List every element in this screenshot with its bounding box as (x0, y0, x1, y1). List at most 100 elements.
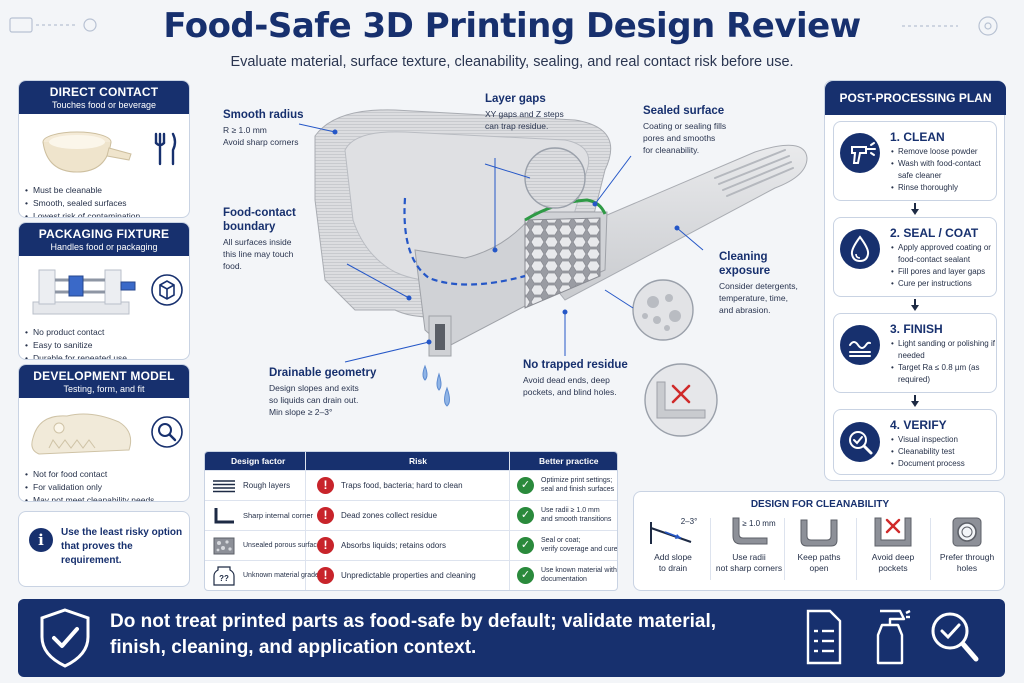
item-label: not sharp corners (715, 563, 783, 573)
open-channel-icon (800, 519, 838, 547)
list-item: Apply approved coating or food-contact s… (891, 242, 996, 266)
risk-cell: Dead zones collect residue (341, 511, 438, 520)
callout-drainable-geometry: Drainable geometry Design slopes and exi… (269, 366, 399, 418)
page-title: Food-Safe 3D Printing Design Review (163, 6, 861, 46)
table-row: ?? Unknown material grade ! Unpredictabl… (205, 560, 617, 590)
item-label: to drain (658, 563, 688, 573)
callout-cleaning-exposure: Cleaning exposure Consider detergents, t… (719, 250, 819, 316)
item-label: Use radii (732, 552, 766, 562)
callout-line: for cleanability. (643, 145, 700, 155)
callout-title: Food-contact boundary (223, 207, 296, 233)
list-item: Durable for repeated use (25, 352, 181, 359)
warning-icon: ! (317, 537, 334, 554)
post-processing-plan: POST-PROCESSING PLAN 1. CLEAN Remove loo… (824, 80, 1006, 481)
arrow-down-icon (911, 305, 919, 311)
callout-title: Layer gaps (485, 93, 546, 105)
callout-line: R ≥ 1.0 mm (223, 125, 267, 135)
column-header: Better practice (539, 456, 599, 466)
warning-icon: ! (317, 477, 334, 494)
list-item: Must be cleanable (25, 184, 181, 197)
radius-figure: ≥ 1.0 mm (742, 519, 776, 528)
warning-banner: Do not treat printed parts as food-safe … (18, 599, 1005, 677)
porous-surface-icon (213, 537, 235, 555)
step-title: 1. CLEAN (890, 130, 945, 144)
column-header: Risk (409, 456, 427, 466)
design-factor-table: Design factor Risk Better practice Rough… (204, 451, 618, 591)
tip-text: Use the least risky option that proves t… (61, 527, 183, 566)
category-card-direct-contact: DIRECT CONTACT Touches food or beverage … (18, 80, 190, 218)
risk-cell: Absorbs liquids; retains odors (341, 541, 446, 550)
radius-corner-icon: ≥ 1.0 mm (732, 517, 776, 545)
spray-gun-icon (840, 133, 880, 173)
practice-line: Use radii ≥ 1.0 mm (541, 507, 600, 514)
practice-line: Use known material with (541, 567, 617, 574)
table-header: Design factor Risk Better practice (205, 452, 617, 470)
callout-line: Consider detergents, (719, 281, 798, 291)
practice-line: documentation (541, 576, 587, 583)
category-title: PACKAGING FIXTURE (38, 227, 170, 241)
tip-card: i Use the least risky option that proves… (18, 511, 190, 587)
practice-cell: Use known material with documentation (541, 566, 617, 584)
list-item: Visual inspection (891, 434, 996, 446)
risk-cell: Traps food, bacteria; hard to clean (341, 481, 463, 490)
list-item: Easy to sanitize (25, 339, 181, 352)
table-row: Unsealed porous surface ! Absorbs liquid… (205, 530, 618, 560)
list-item: Cleanability test (891, 446, 996, 458)
slope-icon: 2–3° (650, 517, 697, 544)
category-subtitle: Handles food or packaging (50, 242, 158, 252)
surface-finish-icon (840, 325, 880, 365)
step-finish: 3. FINISH Light sanding or polishing if … (833, 313, 997, 393)
column-header: Design factor (231, 456, 286, 466)
callout-line: so liquids can drain out. (269, 395, 359, 405)
step-title: 2. SEAL / COAT (890, 226, 979, 240)
fixture-illustration (32, 269, 136, 315)
step-verify: 4. VERIFY Visual inspection Cleanability… (833, 409, 997, 475)
table-row: Rough layers ! Traps food, bacteria; har… (205, 470, 617, 500)
banner-message: Do not treat printed parts as food-safe … (110, 611, 717, 658)
check-icon: ✓ (517, 507, 534, 524)
callout-line: Avoid sharp corners (223, 137, 299, 147)
practice-cell: Optimize print settings; seal and finish… (541, 476, 614, 494)
cup-icon (42, 131, 132, 173)
callout-title: No trapped residue (523, 359, 628, 371)
callout-title: Cleaning exposure (719, 251, 771, 277)
callout-line: Min slope ≥ 2–3° (269, 407, 333, 417)
warning-icon: ! (317, 507, 334, 524)
list-item: Fill pores and layer gaps (891, 266, 996, 278)
risk-cell: Unpredictable properties and cleaning (341, 571, 476, 580)
step-title: 4. VERIFY (890, 418, 947, 432)
info-icon: i (29, 528, 53, 552)
page-subtitle: Evaluate material, surface texture, clea… (230, 54, 794, 70)
list-item: No product contact (25, 326, 181, 339)
sharp-corner-icon (214, 508, 234, 524)
check-icon: ✓ (517, 537, 534, 554)
practice-line: seal and finish surfaces (541, 486, 615, 493)
svg-text:??: ?? (219, 574, 229, 583)
category-card-packaging-fixture: PACKAGING FIXTURE Handles food or packag… (18, 222, 190, 360)
list-item: Remove loose powder (891, 146, 996, 158)
step-title: 3. FINISH (890, 322, 943, 336)
item-label: Prefer through (939, 552, 995, 562)
arrow-down-icon (911, 401, 919, 407)
check-icon: ✓ (517, 567, 534, 584)
callout-title: Smooth radius (223, 109, 304, 121)
callout-no-trapped-residue: No trapped residue Avoid dead ends, deep… (523, 358, 643, 398)
item-label: Add slope (654, 552, 692, 562)
practice-line: verify coverage and cure (541, 546, 618, 553)
droplet-icon (840, 229, 880, 269)
box-icon (151, 274, 183, 306)
callout-layer-gaps: Layer gaps XY gaps and Z steps can trap … (485, 92, 605, 132)
arrow-down-icon (911, 209, 919, 215)
list-item: For validation only (25, 481, 181, 494)
category-subtitle: Testing, form, and fit (63, 384, 145, 394)
practice-line: Optimize print settings; (541, 477, 613, 484)
item-label: pockets (878, 563, 908, 573)
callout-line: food. (223, 261, 242, 271)
step-clean: 1. CLEAN Remove loose powder Wash with f… (833, 121, 997, 201)
callout-line: Avoid dead ends, deep (523, 375, 610, 385)
